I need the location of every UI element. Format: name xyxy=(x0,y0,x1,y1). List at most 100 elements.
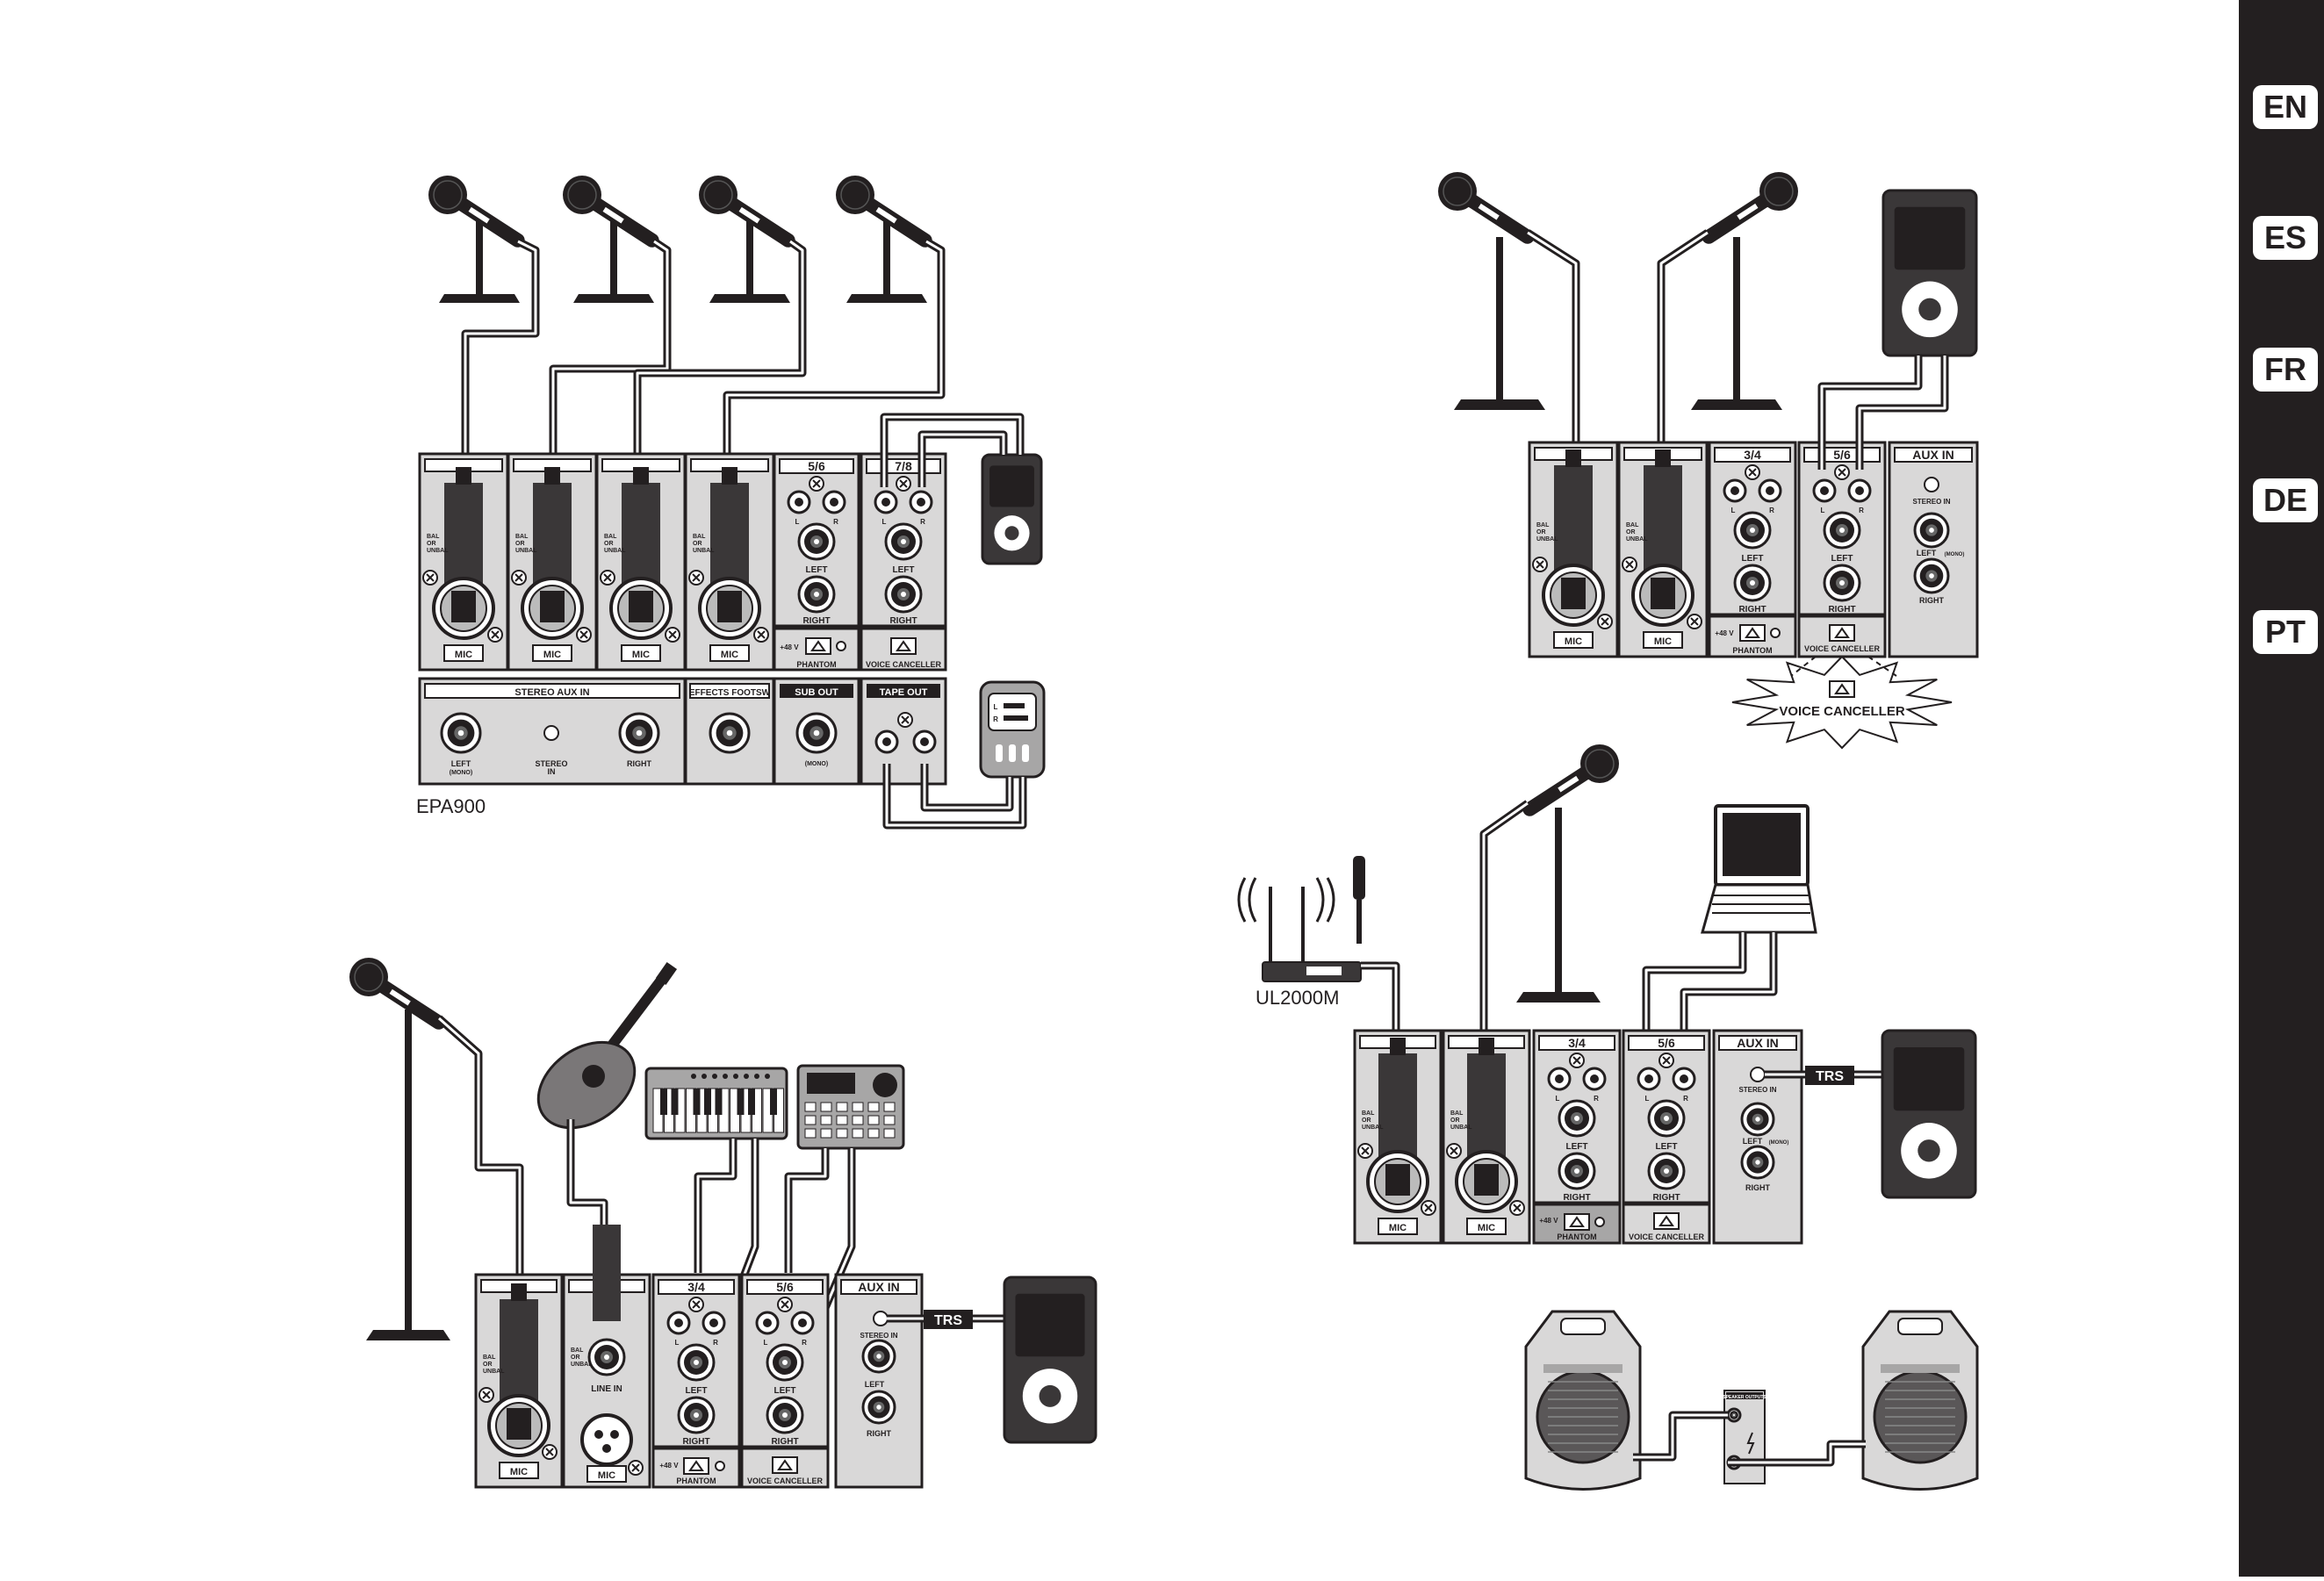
mic-cable-3 xyxy=(633,238,807,474)
floor-stand-bl xyxy=(366,1010,450,1340)
epa-ch3-lock-top xyxy=(600,570,615,586)
epa-tape-xmark xyxy=(897,712,913,728)
mr-ch34-r: R xyxy=(1594,1095,1599,1103)
trs-tag-mr-text: TRS xyxy=(1816,1069,1844,1084)
epa-ch4-mic-label-text: MIC xyxy=(721,650,738,660)
caption-ul2000m: UL2000M xyxy=(1256,987,1340,1009)
bl-ch1-bal-1: OR xyxy=(483,1362,493,1368)
epa-ch4-bal-0: BAL xyxy=(693,534,706,540)
microphone-bl xyxy=(349,958,446,1030)
bl-ch56-xmark xyxy=(777,1297,793,1312)
bl-ch34-rca-r xyxy=(702,1311,726,1335)
epa-tape-out: TAPE OUT xyxy=(860,677,947,786)
wireless-cable xyxy=(1361,961,1400,1053)
bl-ch34-xmark xyxy=(688,1297,704,1312)
bl-ch34-rca-l xyxy=(666,1311,691,1335)
keyboard-cable-1 xyxy=(694,1139,737,1273)
epa-ch56-jack-right xyxy=(797,575,836,614)
mr-ch1-bal-0: BAL xyxy=(1362,1110,1375,1117)
bl-ch56-left-label: LEFT xyxy=(774,1386,796,1396)
microphone-1 xyxy=(428,176,525,248)
bl-line-in-jack xyxy=(587,1338,626,1376)
recorder-key-0 xyxy=(996,744,1003,762)
epa-ch4-bal-1: OR xyxy=(693,541,702,547)
bl-ch34-left-label: LEFT xyxy=(686,1386,708,1396)
epa-aux-stereo: STEREO xyxy=(535,759,567,768)
epa-ch1-lock-top xyxy=(422,570,438,586)
epa-ch3-bal-0: BAL xyxy=(604,534,617,540)
language-tab-de[interactable]: DE xyxy=(2253,478,2318,522)
bl-ch56-rca-r xyxy=(790,1311,815,1335)
floor-stand-tr-2 xyxy=(1691,237,1782,410)
language-tab-en[interactable]: EN xyxy=(2253,85,2318,129)
tr-ch34-jack-right xyxy=(1733,564,1772,602)
bl-ch1-mic-label: MIC xyxy=(499,1462,539,1479)
epa-aux-right-jack xyxy=(618,712,660,754)
desk-stand-4 xyxy=(846,211,927,303)
epa-ch3-bal-2: UNBAL xyxy=(604,548,626,554)
bl-aux-right-label: RIGHT xyxy=(867,1429,892,1438)
rca-cable-tape-right xyxy=(920,764,1014,812)
drum-cable-1 xyxy=(784,1148,830,1273)
mr-ch56-r: R xyxy=(1683,1095,1688,1103)
epa-ch78-l: L xyxy=(882,518,887,526)
callout-switch xyxy=(1829,680,1855,698)
tr-ch56-xmark xyxy=(1834,464,1850,480)
bl-ch34-jack-left xyxy=(677,1343,716,1382)
epa-ch56-jack-left xyxy=(797,522,836,561)
epa-tape-rca-l xyxy=(874,729,899,754)
epa-ch78-right-label: RIGHT xyxy=(889,616,917,626)
mic-cable-tr-2 xyxy=(1657,229,1710,456)
tr-ch2-mic-label-text: MIC xyxy=(1654,636,1672,647)
mr-aux-left-mono: (MONO) xyxy=(1769,1140,1789,1146)
epa-ch56-left-label: LEFT xyxy=(806,565,828,575)
tr-ch56-rca-r xyxy=(1847,478,1872,503)
epa-sub-mono: (MONO) xyxy=(805,761,828,767)
tr-ch56-rca-l xyxy=(1812,478,1837,503)
mr-ch34-left-label: LEFT xyxy=(1566,1142,1588,1152)
recorder-device: LR xyxy=(979,680,1046,779)
tr-aux-title: AUX IN xyxy=(1912,448,1953,462)
language-tab-fr[interactable]: FR xyxy=(2253,348,2318,392)
language-tab-pt[interactable]: PT xyxy=(2253,610,2318,654)
mr-ch2-mic-label-text: MIC xyxy=(1478,1223,1495,1233)
epa-ch2-bal-0: BAL xyxy=(515,534,529,540)
wireless-receiver xyxy=(1237,856,1365,982)
epa-ch3-mic-label-text: MIC xyxy=(632,650,650,660)
epa-ch1-mic-label-text: MIC xyxy=(455,650,472,660)
epa-aux-left-jack xyxy=(440,712,482,754)
epa-stereo-aux-title: STEREO AUX IN xyxy=(514,687,589,698)
tr-ch2-lock-top xyxy=(1622,557,1637,572)
rca-cable-tr-right xyxy=(1855,356,1949,470)
microphone-tr-1 xyxy=(1438,172,1535,244)
bl-ch1-mic-label-text: MIC xyxy=(510,1467,528,1477)
epa-ch2-mic-label-text: MIC xyxy=(543,650,561,660)
epa-ch4-bal-2: UNBAL xyxy=(693,548,715,554)
bl-ch56-r: R xyxy=(802,1339,807,1347)
epa-ch4-lock-bottom xyxy=(753,627,769,643)
language-tab-es[interactable]: ES xyxy=(2253,216,2318,260)
mr-ch34-rca-l xyxy=(1547,1067,1572,1091)
speaker-outputs-panel: SPEAKER OUTPUTS xyxy=(1723,1390,1766,1484)
mr-voice-label: VOICE CANCELLER xyxy=(1629,1232,1705,1241)
mr-ch34-jack-left xyxy=(1558,1099,1596,1138)
tr-voice-label: VOICE CANCELLER xyxy=(1804,644,1881,653)
microphone-mr xyxy=(1522,744,1619,816)
tr-ch1-bal-0: BAL xyxy=(1536,522,1550,528)
rca-cable-laptop-right xyxy=(1680,932,1778,1053)
epa-sub-out-title: SUB OUT xyxy=(795,687,838,698)
tr-ch34-r: R xyxy=(1769,507,1774,514)
mr-ch56-rca-r xyxy=(1672,1067,1696,1091)
desk-stand-2 xyxy=(573,211,654,303)
mr-ch56-left-label: LEFT xyxy=(1656,1142,1678,1152)
tr-ch56-r: R xyxy=(1859,507,1864,514)
tr-ch34-rca-r xyxy=(1758,478,1782,503)
tr-aux-right-label: RIGHT xyxy=(1919,596,1945,605)
epa-ch56-rca-l xyxy=(787,490,811,514)
tr-ch34-l: L xyxy=(1731,507,1736,514)
mic-cable-1 xyxy=(461,237,540,474)
